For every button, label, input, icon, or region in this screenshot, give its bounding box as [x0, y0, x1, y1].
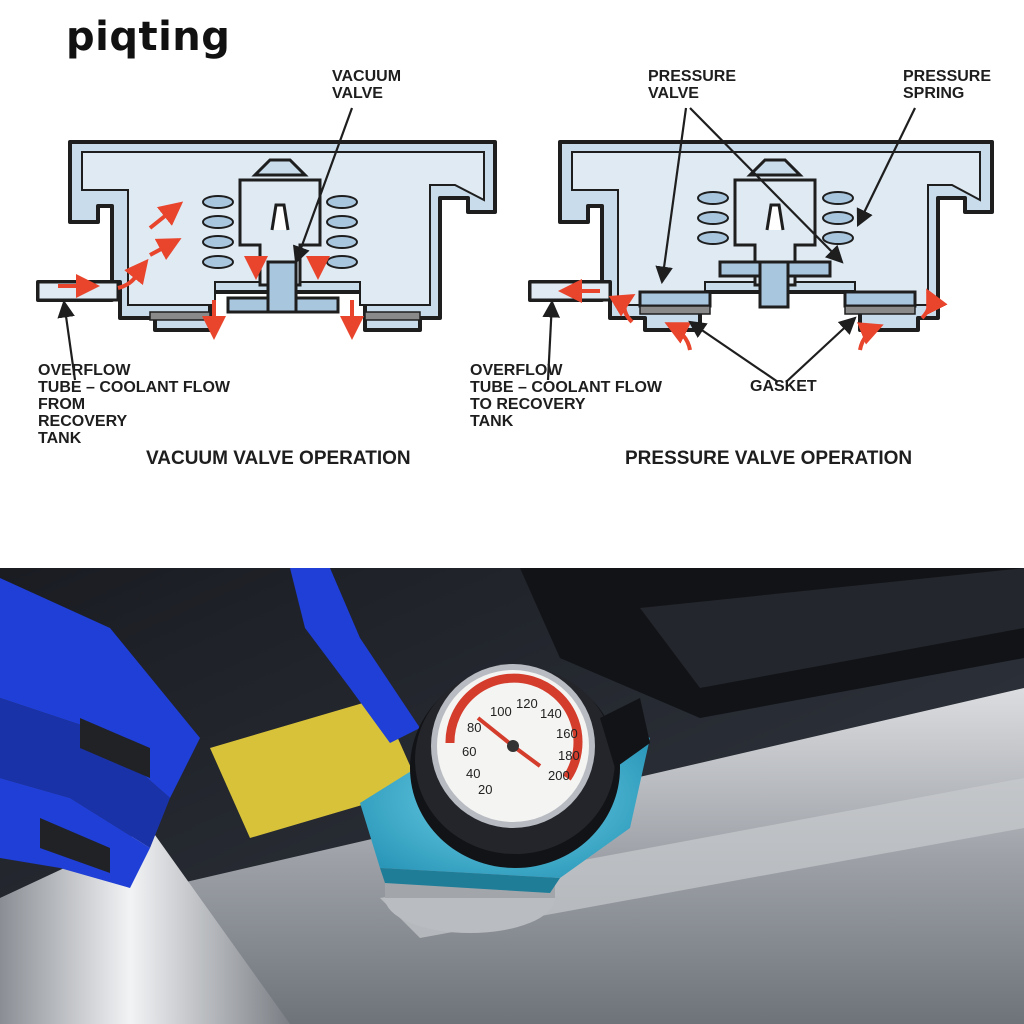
radiator-cap-diagrams — [36, 107, 994, 383]
radiator-cap-photo: 80 100 120 140 160 180 200 60 40 20 — [0, 568, 1024, 1024]
brand-watermark: piqting — [66, 14, 231, 60]
gauge-label-140: 140 — [540, 706, 562, 721]
vacuum-valve-callout: VACUUM VALVE — [332, 68, 402, 102]
gauge-label-40: 40 — [466, 766, 481, 781]
gauge-label-180: 180 — [558, 748, 580, 763]
gauge-label-60: 60 — [462, 744, 477, 759]
gauge-label-100: 100 — [490, 704, 512, 719]
vacuum-diagram-caption: VACUUM VALVE OPERATION — [146, 448, 411, 469]
vacuum-flow-arrows — [58, 201, 364, 340]
gauge-label-80: 80 — [467, 720, 482, 735]
pressure-overflow-callout: OVERFLOW TUBE – COOLANT FLOW TO RECOVERY… — [470, 362, 662, 430]
pressure-diagram-caption: PRESSURE VALVE OPERATION — [625, 448, 913, 469]
gasket-callout: GASKET — [750, 378, 817, 395]
vacuum-callout-lines — [57, 107, 354, 381]
vacuum-cap-drawing — [36, 140, 497, 332]
pressure-callout-lines — [542, 107, 916, 383]
gauge-label-160: 160 — [556, 726, 578, 741]
vacuum-overflow-callout: OVERFLOW TUBE – COOLANT FLOW FROM RECOVE… — [38, 362, 230, 447]
gauge-label-200: 200 — [548, 768, 570, 783]
pressure-spring-callout: PRESSURE SPRING — [903, 68, 992, 102]
gauge-label-20: 20 — [478, 782, 493, 797]
pressure-valve-callout: PRESSURE VALVE — [648, 68, 737, 102]
gauge-label-120: 120 — [516, 696, 538, 711]
pressure-cap-drawing — [528, 140, 994, 332]
pressure-flow-arrows — [558, 279, 948, 351]
